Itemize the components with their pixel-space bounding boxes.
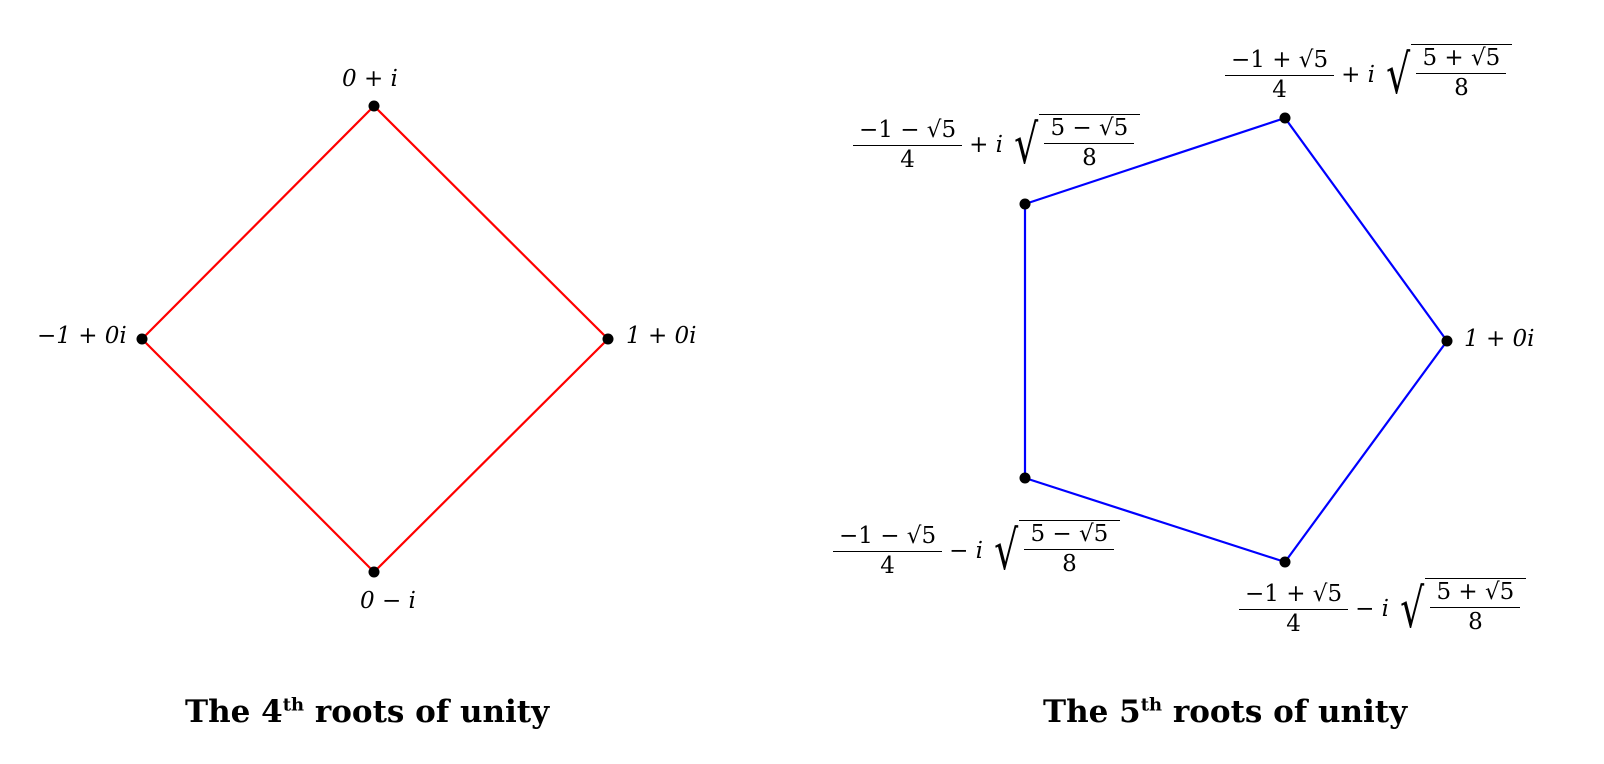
title-4th-roots: The 4th roots of unity [185, 694, 550, 730]
square-edges [140, 104, 610, 574]
title-5th-roots: The 5th roots of unity [1043, 694, 1408, 730]
vertex-lower-right [1279, 556, 1291, 568]
pentagon-edges [1023, 116, 1449, 564]
vertex-bottom [368, 566, 380, 578]
vertex-right [1441, 335, 1453, 347]
vertex-top [368, 100, 380, 112]
vertex-right [602, 333, 614, 345]
vertex-upper-right [1279, 112, 1291, 124]
label-right: 1 + 0i [626, 323, 697, 349]
vertex-upper-left [1019, 198, 1031, 210]
label-bottom: 0 − i [360, 588, 416, 614]
vertex-left [136, 333, 148, 345]
label-left: −1 + 0i [37, 323, 127, 349]
vertex-lower-left [1019, 472, 1031, 484]
label-top: 0 + i [342, 66, 398, 92]
label-right: 1 + 0i [1464, 326, 1535, 352]
